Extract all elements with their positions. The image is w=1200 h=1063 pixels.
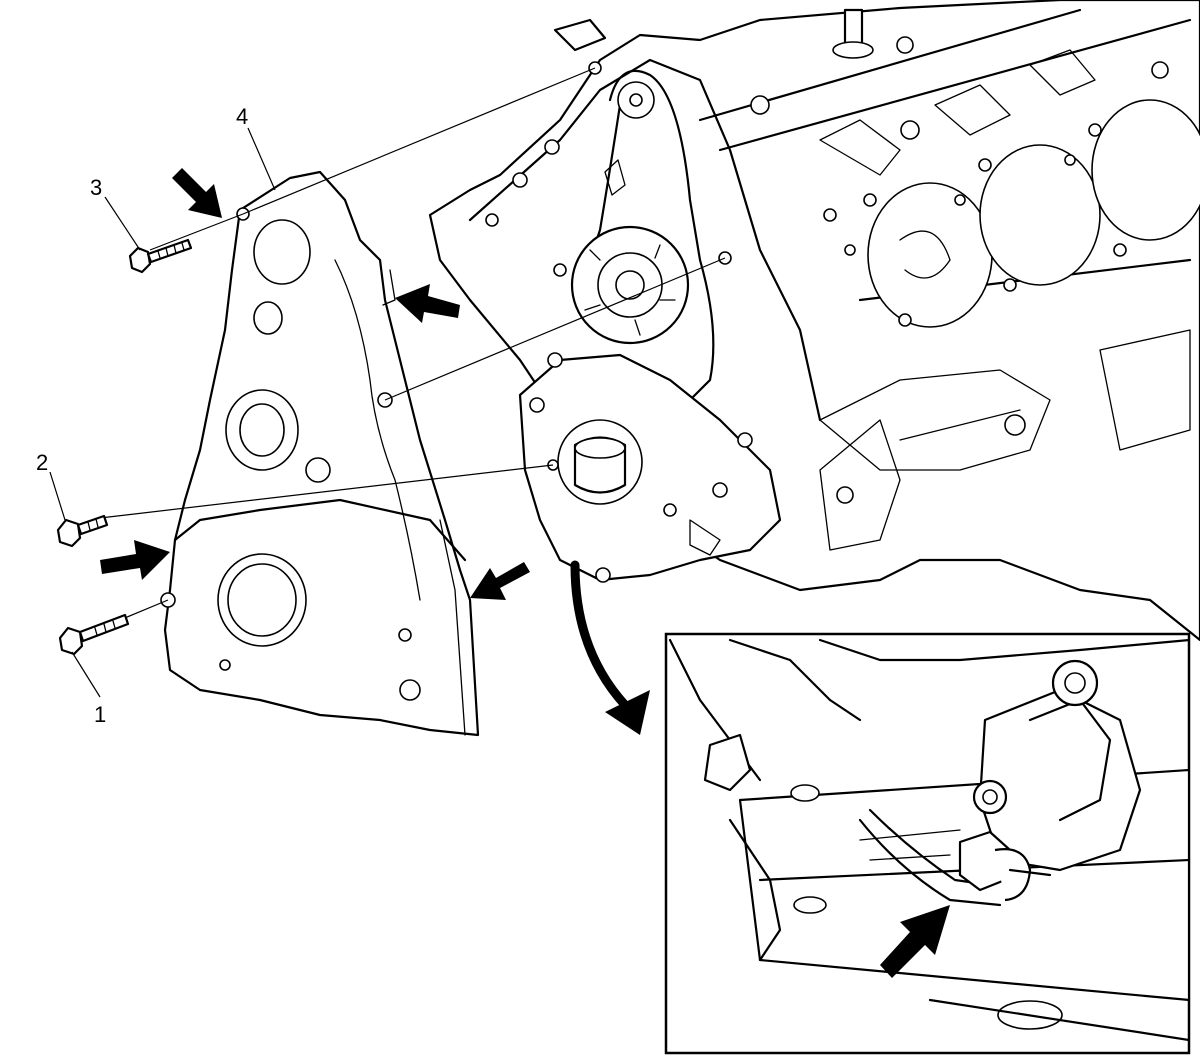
arrow-inset (880, 905, 950, 978)
bolt-2 (56, 514, 109, 548)
callout-leaders (49, 127, 276, 698)
front-cover (160, 170, 480, 737)
detail-inset (664, 632, 1191, 1055)
bolt-1 (58, 613, 130, 656)
callout-2: 2 (36, 450, 48, 475)
arrow-right-upper (395, 284, 460, 323)
arrow-top-left (172, 168, 222, 218)
cylinder-bores (867, 99, 1200, 328)
bolt-3 (128, 238, 193, 274)
callout-4: 4 (236, 104, 248, 129)
callout-3: 3 (90, 175, 102, 200)
locator-arrows (100, 168, 530, 600)
arrow-right-lower (470, 562, 530, 600)
head-bolt-holes (823, 61, 1169, 327)
engine-block (428, 0, 1200, 642)
oil-pump (518, 352, 782, 583)
callout-1: 1 (94, 702, 106, 727)
alignment-lines (99, 67, 726, 621)
arrow-left-lower (100, 540, 170, 580)
timing-chain-assembly (570, 69, 715, 402)
detail-arrow (570, 560, 650, 735)
